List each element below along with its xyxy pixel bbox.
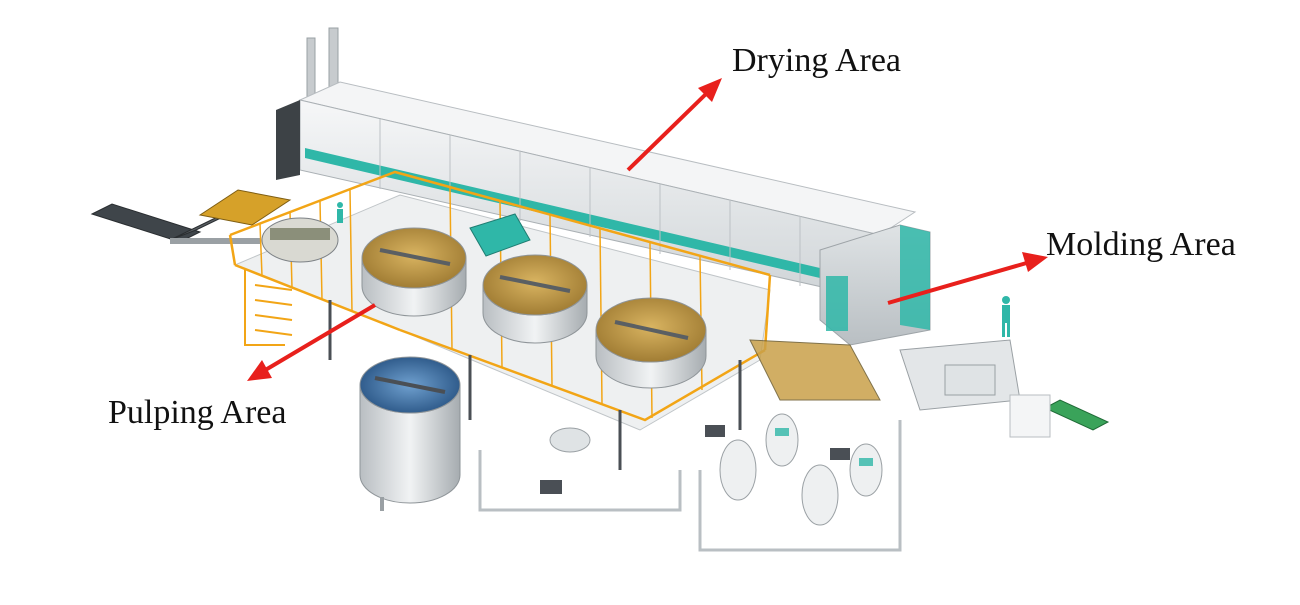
pulp-tank-2 — [482, 254, 588, 344]
callout-arrows — [247, 78, 1048, 381]
worker-figures — [337, 202, 1010, 337]
water-tank — [359, 356, 461, 511]
molding-area-arrow — [887, 252, 1048, 305]
pulp-tank-1 — [361, 227, 467, 317]
screen-unit — [469, 213, 531, 257]
pulping-tanks — [261, 213, 707, 389]
molding-station — [749, 339, 1021, 411]
drying-area-label: Drying Area — [732, 42, 902, 79]
vacuum-equipment — [478, 413, 902, 552]
pulping-area-arrow — [247, 303, 377, 381]
input-conveyor — [90, 189, 292, 244]
pulp-tank-3 — [595, 297, 707, 389]
molding-area-label: Molding Area — [1046, 226, 1236, 263]
hydrapulper — [261, 217, 339, 263]
drying-line — [276, 81, 931, 346]
output-conveyor — [1009, 394, 1110, 438]
pulping-area-label: Pulping Area — [108, 394, 287, 431]
drying-area-arrow — [626, 78, 722, 172]
